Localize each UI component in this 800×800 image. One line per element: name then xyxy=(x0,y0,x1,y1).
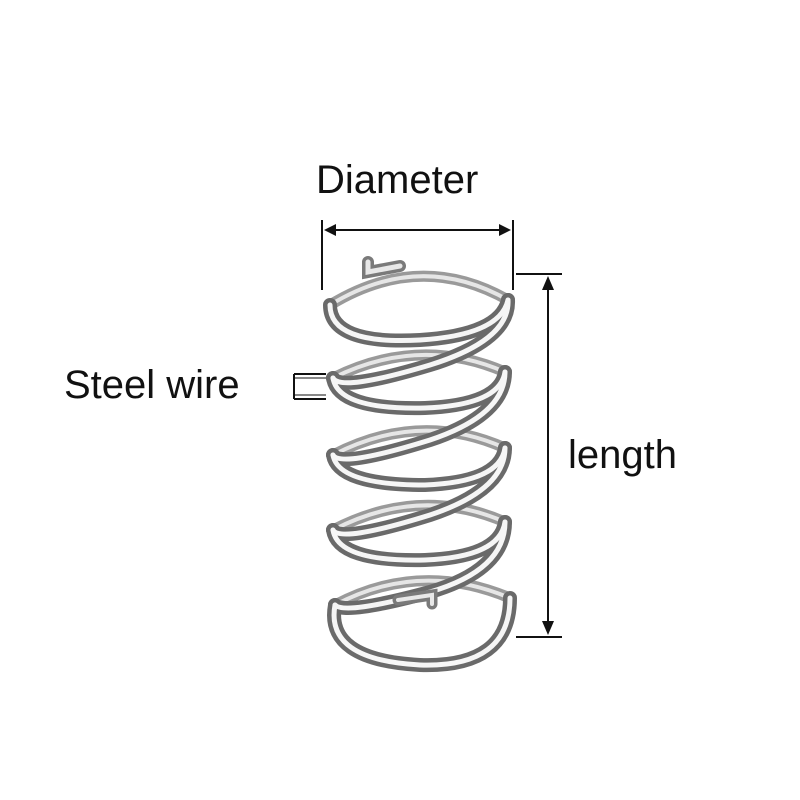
steel-wire-label: Steel wire xyxy=(64,363,240,407)
spring-icon xyxy=(323,256,517,673)
dimension-lines xyxy=(293,220,562,638)
diameter-label: Diameter xyxy=(316,158,479,202)
length-label: length xyxy=(568,433,677,477)
